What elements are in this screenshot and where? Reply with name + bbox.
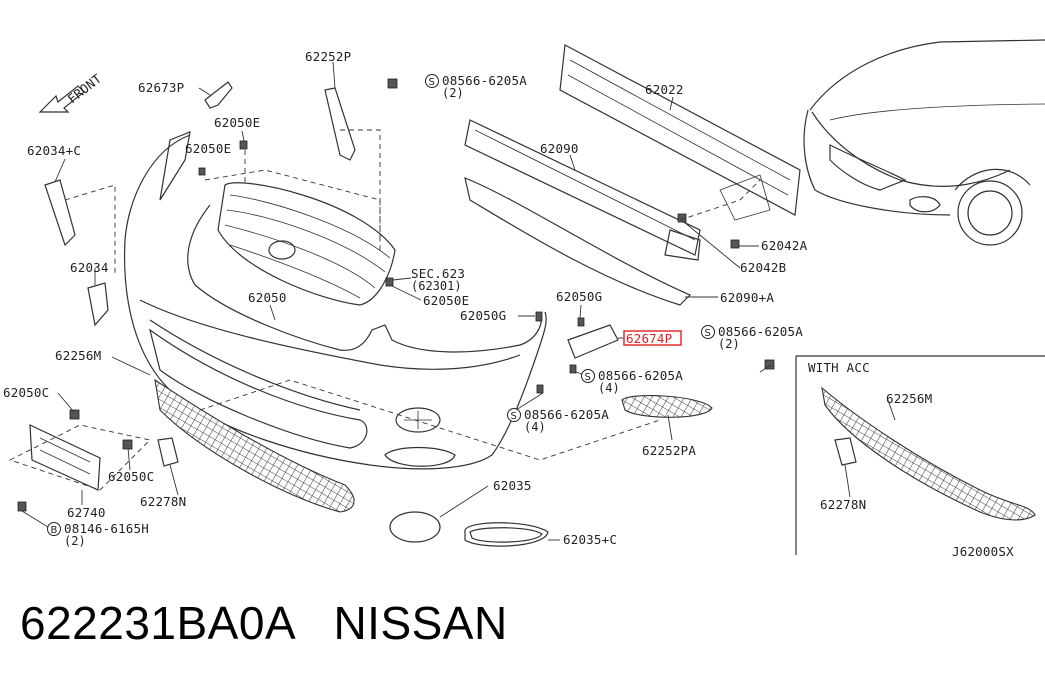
svg-text:S: S — [429, 77, 435, 88]
bolt-08146 — [17, 501, 27, 512]
qty-bolt-5: (2) — [64, 534, 86, 548]
label-62278N: 62278N — [140, 494, 186, 509]
bezel-62252PA — [621, 395, 713, 418]
caption: 622231BA0A NISSAN — [20, 596, 508, 650]
svg-text:B: B — [51, 525, 58, 536]
label-62050G-b: 62050G — [460, 308, 506, 323]
retainer-62050 — [187, 204, 542, 353]
clip-62042B — [677, 213, 687, 223]
bolt-08566-c — [569, 364, 577, 374]
assembly-lines — [8, 129, 761, 491]
label-62035C: 62035+C — [563, 532, 617, 547]
bumper-fascia — [124, 131, 547, 470]
inset-panel — [795, 355, 1045, 555]
qty-bolt-2: (2) — [718, 337, 740, 351]
label-62256M: 62256M — [55, 348, 101, 363]
label-62050C-a: 62050C — [3, 385, 49, 400]
absorber-62090A — [464, 177, 692, 306]
bolt-08566-b — [764, 359, 775, 370]
bracket-62034 — [87, 282, 109, 327]
bolt-08566-d — [536, 384, 544, 394]
inset-bracket-62278N — [834, 437, 857, 466]
bracket-62674P — [567, 324, 619, 359]
diagram-code: J62000SX — [952, 544, 1014, 559]
clip-62042A — [730, 239, 740, 249]
b-symbol: B — [47, 522, 61, 536]
bracket-62673P — [204, 81, 233, 109]
vehicle-silhouette — [803, 39, 1045, 246]
label-62252P: 62252P — [305, 49, 351, 64]
label-bolt-4: 08566-6205A — [524, 407, 609, 422]
label-62042B: 62042B — [740, 260, 786, 275]
grille — [217, 182, 396, 306]
clip-62050C-a — [69, 409, 80, 420]
label-62050C-b: 62050C — [108, 469, 154, 484]
clip-62050E-c — [385, 277, 394, 287]
front-label: FRONT — [65, 71, 105, 107]
fog-bezel-62035C — [464, 522, 549, 547]
label-62035: 62035 — [493, 478, 532, 493]
clip-62050G-b — [577, 317, 585, 327]
bracket-62278N — [157, 437, 179, 467]
s-symbol-4: S — [507, 408, 521, 422]
qty-bolt-3: (4) — [598, 381, 620, 395]
label-62050G-a: 62050G — [556, 289, 602, 304]
label-62042A: 62042A — [761, 238, 808, 253]
leader-lines — [21, 61, 772, 541]
label-62050E-b: 62050E — [185, 141, 231, 156]
svg-text:S: S — [705, 328, 711, 339]
label-62090A: 62090+A — [720, 290, 774, 305]
label-62090: 62090 — [540, 141, 579, 156]
inset-title: WITH ACC — [808, 360, 870, 375]
caption-brand: NISSAN — [333, 597, 508, 649]
svg-text:S: S — [585, 372, 591, 383]
label-62034: 62034 — [70, 260, 109, 275]
inset-label-62278N: 62278N — [820, 497, 866, 512]
label-bolt-2: 08566-6205A — [718, 324, 803, 339]
label-62034C: 62034+C — [27, 143, 81, 158]
inset-lower-grille — [821, 386, 1036, 521]
label-bolt-5: 08146-6165H — [64, 521, 149, 536]
inset-label-62256M: 62256M — [886, 391, 932, 406]
highlight-box — [623, 330, 682, 346]
label-sec623-sub: (62301) — [411, 279, 462, 293]
lower-grille-62256M — [154, 378, 355, 513]
label-62740: 62740 — [67, 505, 106, 520]
front-arrow-icon — [38, 85, 85, 113]
label-bolt-3: 08566-6205A — [598, 368, 683, 383]
label-bolt-1: 08566-6205A — [442, 73, 527, 88]
clip-62050E-a — [239, 140, 248, 150]
label-62050: 62050 — [248, 290, 287, 305]
svg-text:S: S — [511, 411, 517, 422]
label-62673P: 62673P — [138, 80, 184, 95]
s-symbol-1: S — [425, 74, 439, 88]
label-sec623: SEC.623 — [411, 266, 465, 281]
fog-lamp-62035 — [389, 511, 441, 543]
reinforcement-62022 — [559, 44, 801, 221]
label-62674P: 62674P — [626, 331, 672, 346]
bolt-08566-a — [387, 78, 398, 89]
label-62252PA: 62252PA — [642, 443, 696, 458]
absorber-62090 — [464, 119, 701, 261]
clip-62050G-a — [535, 311, 543, 322]
license-bracket-62740 — [29, 424, 101, 491]
clip-62050E-b — [198, 167, 206, 176]
bracket-62034C — [44, 179, 76, 247]
exploded-parts-diagram: FRONT — [3, 39, 1045, 559]
caption-part-number: 622231BA0A — [20, 597, 294, 649]
label-62050E-c: 62050E — [423, 293, 469, 308]
qty-bolt-1: (2) — [442, 86, 464, 100]
bracket-62252P — [324, 87, 356, 161]
qty-bolt-4: (4) — [524, 420, 546, 434]
s-symbol-3: S — [581, 369, 595, 383]
s-symbol-2: S — [701, 325, 715, 339]
label-62050E-a: 62050E — [214, 115, 260, 130]
label-62022: 62022 — [645, 82, 684, 97]
clip-62050C-b — [122, 439, 133, 450]
